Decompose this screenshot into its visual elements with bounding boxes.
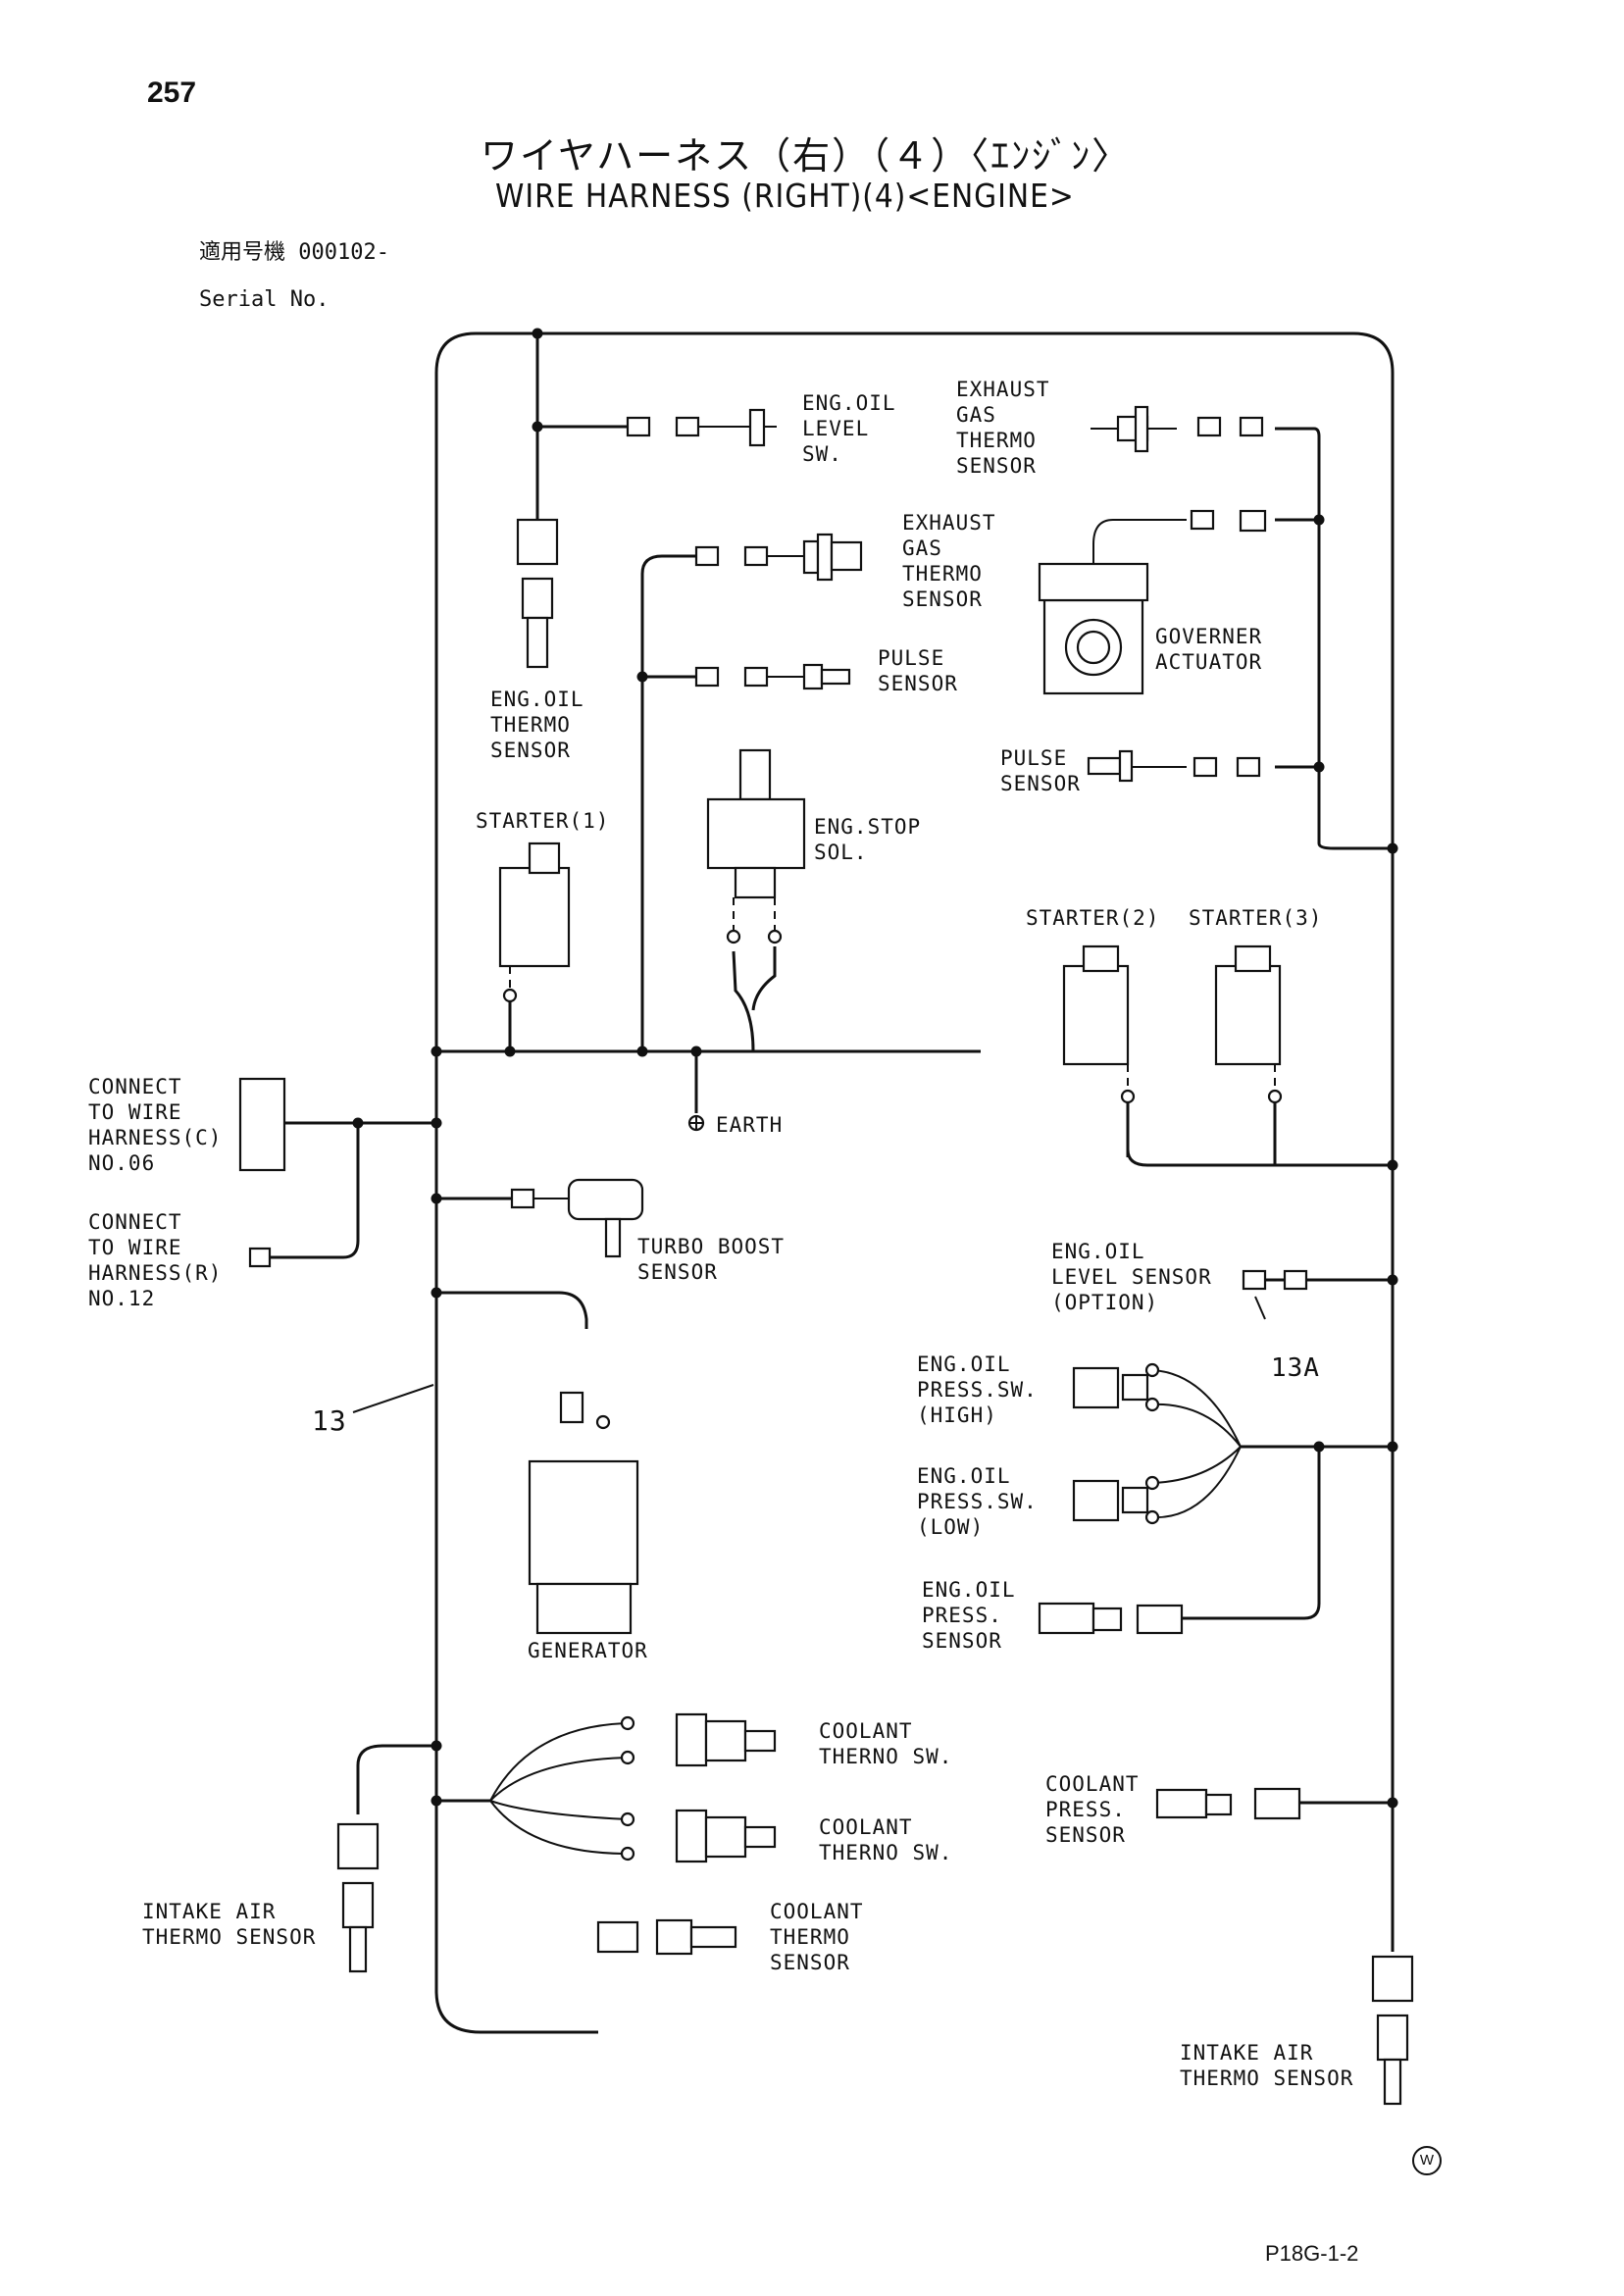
watermark-circle: W <box>1412 2146 1442 2175</box>
eng-stop-sol-symbol <box>706 748 806 944</box>
page-code: P18G-1-2 <box>1265 2241 1359 2266</box>
coolant-thermo-sensor-symbol <box>596 1918 737 1956</box>
pulse-sensor-center-symbol <box>694 663 851 690</box>
generator-symbol <box>528 1391 639 1635</box>
title-english: WIRE HARNESS (RIGHT)(4)<ENGINE> <box>495 177 1075 215</box>
coolant-press-sensor-symbol <box>1155 1787 1301 1820</box>
label-coolant-thermo-sensor: COOLANT THERMO SENSOR <box>770 1900 864 1974</box>
label-intake-air-thermo-sensor-left: INTAKE AIR THERMO SENSOR <box>142 1900 317 1949</box>
connect-c-box-symbol <box>238 1077 286 1172</box>
label-pulse-sensor-center: PULSE SENSOR <box>878 646 958 695</box>
label-exhaust-gas-thermo-sensor-right: EXHAUST GAS THERMO SENSOR <box>956 378 1050 478</box>
label-eng-oil-level-sensor: ENG.OIL LEVEL SENSOR (OPTION) <box>1051 1240 1212 1314</box>
label-connect-r: CONNECT TO WIRE HARNESS(R) NO.12 <box>88 1210 223 1310</box>
label-eng-oil-thermo-sensor: ENG.OIL THERMO SENSOR <box>490 688 584 762</box>
right-branches <box>1151 1278 1395 1952</box>
label-eng-oil-press-sensor: ENG.OIL PRESS. SENSOR <box>922 1578 1016 1653</box>
pulse-sensor-right-symbol <box>1087 749 1261 783</box>
label-starter-1: STARTER(1) <box>476 809 610 833</box>
main-harness-trunks <box>434 332 1395 2034</box>
label-coolant-press-sensor: COOLANT PRESS. SENSOR <box>1045 1772 1140 1847</box>
turbo-boost-sensor-symbol <box>510 1178 644 1258</box>
label-generator: GENERATOR <box>528 1639 648 1662</box>
intake-air-thermo-sensor-symbols <box>336 1822 1414 2106</box>
label-connect-c: CONNECT TO WIRE HARNESS(C) NO.06 <box>88 1075 223 1175</box>
label-eng-oil-level-sw: ENG.OIL LEVEL SW. <box>802 391 896 466</box>
connect-r-plug-symbol <box>248 1247 272 1268</box>
eng-oil-level-sw-symbol <box>626 408 777 447</box>
eng-oil-thermo-sensor-symbol <box>516 518 559 669</box>
page-number: 257 <box>147 77 197 109</box>
serial-label-en: Serial No. <box>198 287 330 312</box>
serial-value: 000102- <box>298 240 389 265</box>
reference-leaders <box>352 1384 434 1413</box>
label-ref-13a: 13A <box>1271 1353 1320 1383</box>
governer-actuator-symbol <box>1038 509 1267 695</box>
label-exhaust-gas-thermo-sensor-center: EXHAUST GAS THERMO SENSOR <box>902 511 996 611</box>
label-eng-stop-sol: ENG.STOP SOL. <box>814 815 922 864</box>
eng-oil-press-sensor-symbol <box>1038 1602 1184 1635</box>
exhaust-gas-thermo-sensor-right-symbol <box>1091 405 1264 453</box>
exhaust-gas-thermo-sensor-center-symbol <box>694 533 863 582</box>
coolant-thermo-sw-symbols <box>620 1712 777 1863</box>
label-turbo-boost-sensor: TURBO BOOST SENSOR <box>637 1235 786 1284</box>
eng-oil-level-sensor-symbol <box>1242 1269 1308 1320</box>
starter-1-symbol <box>498 842 571 1003</box>
label-earth: EARTH <box>716 1113 784 1137</box>
serial-block: 適用号機 000102- Serial No. <box>147 218 389 335</box>
junction-dots <box>352 328 1398 1809</box>
label-pulse-sensor-right: PULSE SENSOR <box>1000 746 1081 795</box>
label-starter-2: STARTER(2) <box>1026 906 1160 930</box>
starter-2-3-symbols <box>1062 944 1283 1104</box>
earth-symbol <box>687 1114 705 1132</box>
title-japanese: ワイヤハーネス（右）（４）〈ｴﾝｼﾞﾝ〉 <box>481 134 1132 178</box>
label-governer-actuator: GOVERNER ACTUATOR <box>1155 625 1263 674</box>
serial-label-jp: 適用号機 <box>198 240 285 265</box>
label-starter-3: STARTER(3) <box>1189 906 1323 930</box>
frame-top-left <box>434 332 1395 1991</box>
label-coolant-thermo-sw-2: COOLANT THERNO SW. <box>819 1815 953 1864</box>
label-eng-oil-press-sw-high: ENG.OIL PRESS.SW. (HIGH) <box>917 1352 1038 1427</box>
label-coolant-thermo-sw-1: COOLANT THERNO SW. <box>819 1719 953 1768</box>
label-ref-13: 13 <box>312 1404 347 1437</box>
label-eng-oil-press-sw-low: ENG.OIL PRESS.SW. (LOW) <box>917 1464 1038 1539</box>
eng-oil-press-sw-symbols <box>1072 1362 1160 1525</box>
bottom-left-branch <box>434 1990 598 2034</box>
label-intake-air-thermo-sensor-right: INTAKE AIR THERMO SENSOR <box>1180 2041 1354 2090</box>
